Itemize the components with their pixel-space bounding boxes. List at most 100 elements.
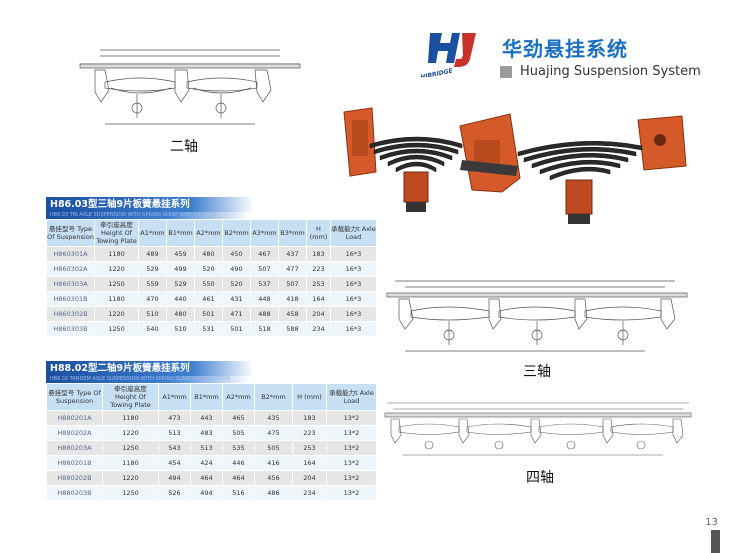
table-header-cell: A3*mm [250, 219, 279, 247]
table-cell: 550 [194, 276, 223, 292]
table-cell: 526 [158, 485, 191, 501]
table-cell: 464 [222, 470, 255, 486]
suspension-model-cell: H880202A [46, 425, 103, 441]
page-corner-bar [711, 530, 720, 553]
table-header-cell: A1*mm [138, 219, 167, 247]
tri-axle-table-block: H86.03型三轴9片板簧悬挂系列 H86.03 TRI AXLE SUSPEN… [46, 197, 377, 337]
brand-square-icon [500, 66, 512, 78]
table-cell: 459 [166, 246, 195, 262]
table-header-cell: A2*mm [222, 383, 255, 411]
table-cell: 443 [190, 410, 223, 426]
tri-axle-table-title: H86.03型三轴9片板簧悬挂系列 [46, 197, 254, 212]
table-cell: 16*3 [330, 321, 377, 337]
table-cell: 1250 [94, 276, 139, 292]
table-cell: 505 [222, 425, 255, 441]
table-cell: 183 [292, 410, 327, 426]
table-header-cell: B2*mm [222, 219, 251, 247]
table-cell: 204 [306, 306, 331, 322]
table-cell: 499 [166, 261, 195, 277]
table-cell: 486 [254, 485, 293, 501]
table-cell: 489 [138, 246, 167, 262]
table-cell: 13*2 [326, 410, 377, 426]
three-axle-label: 三轴 [523, 364, 551, 380]
table-header-cell: H (mm) [306, 219, 331, 247]
table-cell: 416 [254, 455, 293, 471]
table-cell: 164 [292, 455, 327, 471]
table-cell: 559 [138, 276, 167, 292]
table-cell: 13*2 [326, 470, 377, 486]
table-cell: 516 [222, 485, 255, 501]
table-cell: 454 [158, 455, 191, 471]
suspension-model-cell: H880201A [46, 410, 103, 426]
table-header-cell: B1*mm [190, 383, 223, 411]
table-cell: 446 [222, 455, 255, 471]
table-header-cell: 牵引座高度 Height Of Towing Plate [102, 383, 159, 411]
suspension-model-cell: H880202B [46, 470, 103, 486]
table-cell: 16*3 [330, 291, 377, 307]
suspension-model-cell: H880203B [46, 485, 103, 501]
suspension-model-cell: H860303A [46, 276, 95, 292]
suspension-product-image [343, 107, 687, 224]
table-cell: 470 [138, 291, 167, 307]
table-cell: 234 [292, 485, 327, 501]
table-cell: 16*3 [330, 261, 377, 277]
table-cell: 490 [222, 261, 251, 277]
table-header-cell: H (mm) [292, 383, 327, 411]
table-cell: 431 [222, 291, 251, 307]
two-axle-drawing [79, 49, 301, 125]
suspension-model-cell: H860303B [46, 321, 95, 337]
table-cell: 510 [138, 306, 167, 322]
table-cell: 418 [278, 291, 307, 307]
page-number: 13 [705, 517, 718, 528]
three-axle-drawing [386, 280, 688, 352]
table-cell: 456 [254, 470, 293, 486]
table-cell: 488 [250, 306, 279, 322]
table-cell: 424 [190, 455, 223, 471]
table-cell: 440 [166, 291, 195, 307]
svg-text:HJBRIDGE: HJBRIDGE [420, 67, 454, 77]
table-cell: 234 [306, 321, 331, 337]
table-cell: 13*2 [326, 425, 377, 441]
table-cell: 183 [306, 246, 331, 262]
table-cell: 477 [278, 261, 307, 277]
table-cell: 480 [194, 246, 223, 262]
tri-axle-table-subtitle: H86.03 TRI AXLE SUSPENSION WITH SPRING 9… [46, 212, 250, 219]
table-cell: 461 [194, 291, 223, 307]
table-header-cell: 承载能力t Axle Load [330, 219, 377, 247]
suspension-model-cell: H860302B [46, 306, 95, 322]
table-cell: 513 [158, 425, 191, 441]
table-cell: 464 [190, 470, 223, 486]
table-header-cell: 悬挂型号 Type Of Suspension [46, 219, 95, 247]
table-cell: 223 [306, 261, 331, 277]
table-cell: 588 [278, 321, 307, 337]
table-cell: 1220 [94, 306, 139, 322]
suspension-model-cell: H860301A [46, 246, 95, 262]
table-cell: 253 [306, 276, 331, 292]
table-cell: 483 [190, 425, 223, 441]
table-cell: 535 [222, 440, 255, 456]
table-cell: 531 [194, 321, 223, 337]
hjbridge-logo: HJBRIDGE [420, 29, 476, 77]
suspension-model-cell: H860301B [46, 291, 95, 307]
table-cell: 1250 [102, 440, 159, 456]
suspension-model-cell: H880203A [46, 440, 103, 456]
table-cell: 448 [250, 291, 279, 307]
two-axle-label: 二轴 [170, 139, 198, 155]
table-cell: 520 [194, 261, 223, 277]
table-cell: 507 [278, 276, 307, 292]
four-axle-drawing [384, 402, 692, 456]
table-cell: 435 [254, 410, 293, 426]
table-cell: 501 [222, 321, 251, 337]
table-cell: 505 [254, 440, 293, 456]
brand-name-cn: 华劲悬挂系统 [502, 37, 628, 61]
table-cell: 537 [250, 276, 279, 292]
